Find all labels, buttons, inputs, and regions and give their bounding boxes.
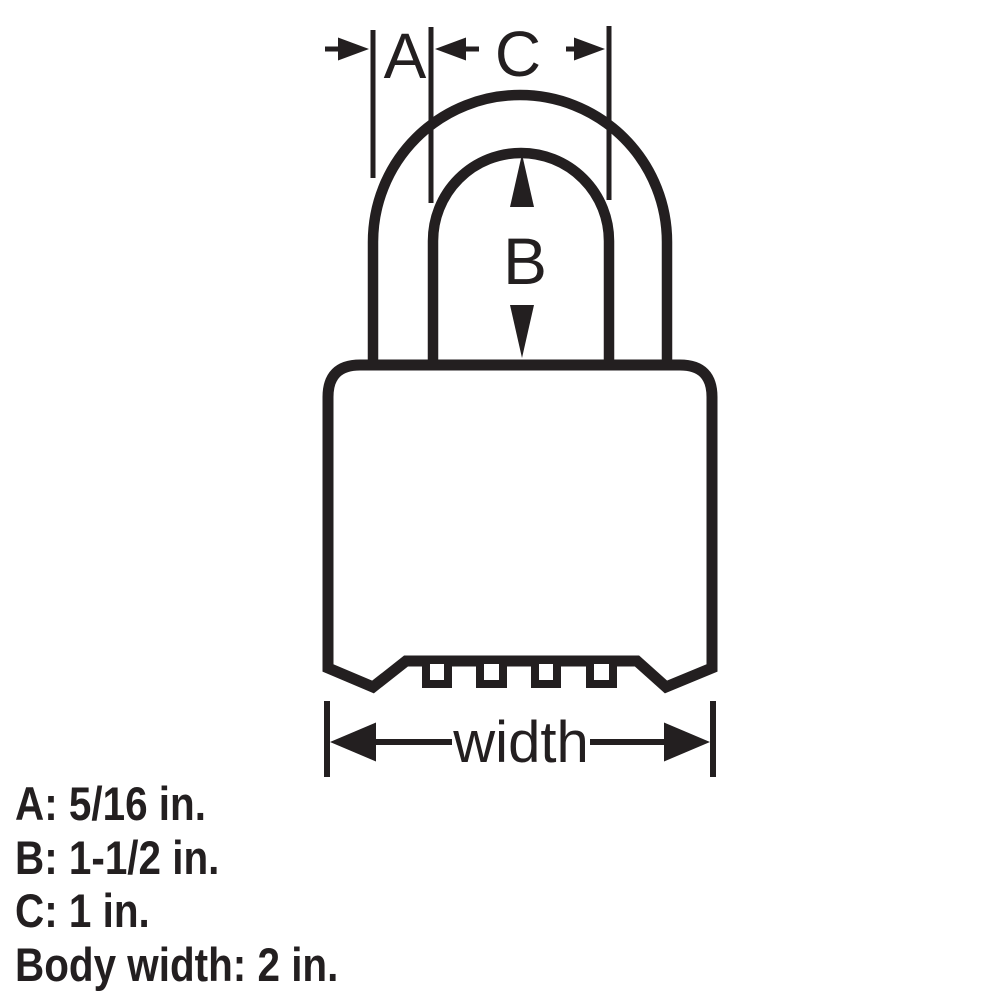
- width-arrow-left: [330, 722, 376, 762]
- dim-b-arrow-up: [510, 154, 534, 207]
- lock-body-outline: [322, 359, 718, 694]
- spec-line-c: C: 1 in.: [15, 884, 150, 937]
- dim-c-arrow-left-pointing: [435, 37, 466, 61]
- width-label: width: [452, 710, 588, 775]
- dial-wheel-1: [422, 656, 452, 688]
- spec-line-b: B: 1-1/2 in.: [15, 830, 220, 884]
- dim-c-arrow-right-pointing: [574, 37, 605, 61]
- dial-wheel-2: [476, 656, 507, 688]
- dim-a-arrow-right-pointing: [338, 37, 369, 61]
- width-arrow-right: [664, 722, 710, 762]
- shackle-outer-outline: [367, 89, 673, 366]
- dim-label-b: B: [503, 224, 547, 298]
- dial-wheel-3: [531, 656, 561, 688]
- dim-label-a: A: [384, 20, 427, 92]
- shackle-inner-outline: [427, 147, 615, 366]
- spec-list: A: 5/16 in. B: 1-1/2 in. C: 1 in. Body w…: [15, 777, 391, 991]
- spec-line-a: A: 5/16 in.: [15, 777, 206, 830]
- dim-b-arrow-down: [510, 305, 534, 358]
- dim-label-c: C: [495, 18, 541, 90]
- spec-line-body-width: Body width: 2 in.: [15, 937, 339, 991]
- dial-wheel-4: [586, 656, 617, 688]
